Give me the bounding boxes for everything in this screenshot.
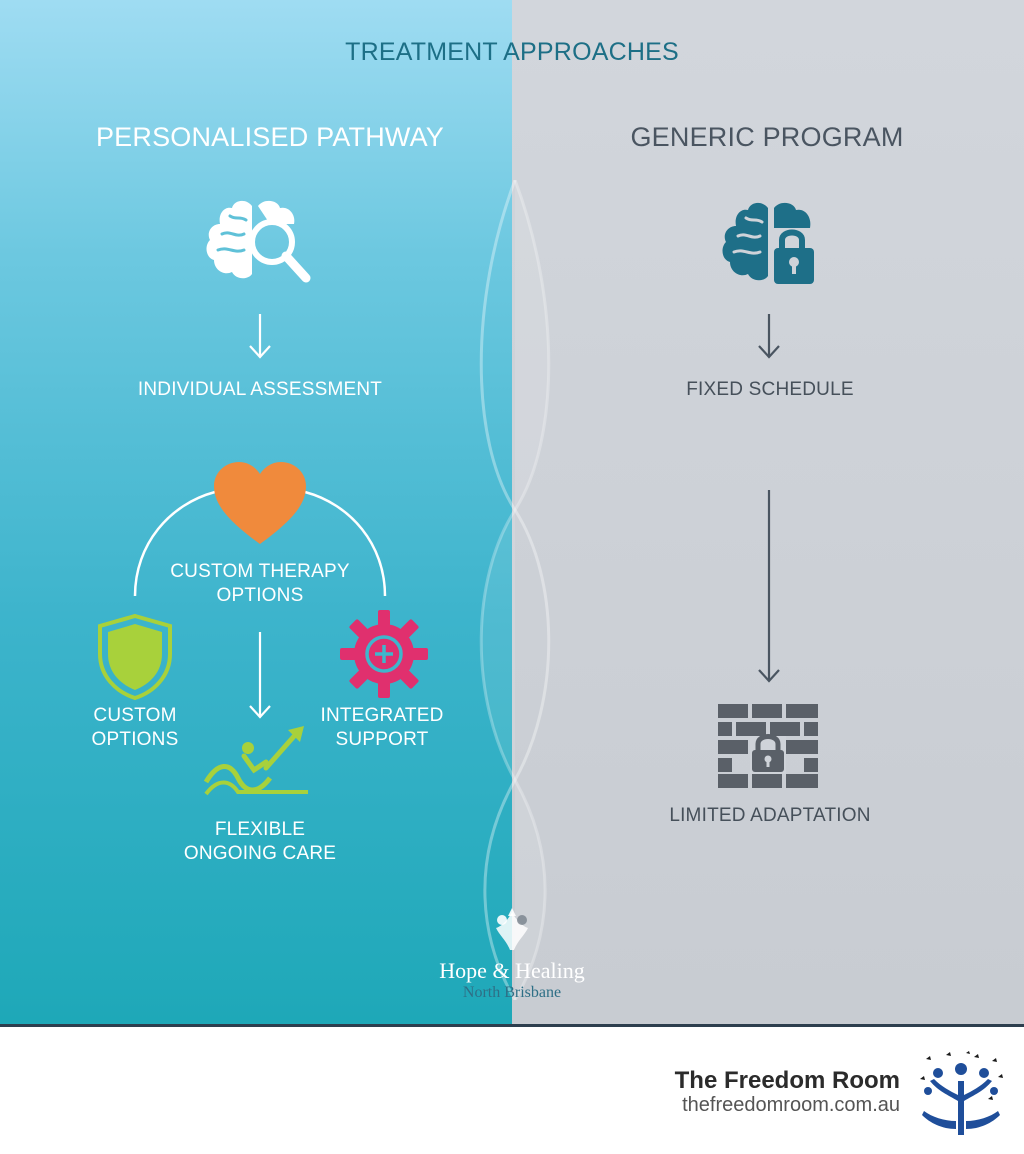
fixed-schedule-label: FIXED SCHEDULE (686, 379, 854, 400)
arrow-down-icon-2 (249, 632, 271, 719)
individual-assessment-label: INDIVIDUAL ASSESSMENT (137, 379, 383, 400)
gear-plus-icon (340, 610, 428, 698)
page-title: TREATMENT APPROACHES (345, 38, 679, 66)
footer-brand-name: The Freedom Room (674, 1067, 900, 1094)
integrated-support-line2: SUPPORT (335, 729, 429, 750)
custom-options-line2: OPTIONS (91, 729, 179, 750)
hope-healing-logo-icon (496, 908, 528, 950)
footer-url[interactable]: thefreedomroom.com.au (682, 1094, 900, 1116)
growth-progress-icon (203, 726, 308, 796)
custom-options-label: CUSTOM OPTIONS (60, 704, 210, 752)
watermark-name: Hope & Healing (439, 958, 585, 983)
footer: The Freedom Room thefreedomroom.com.au (0, 1024, 1024, 1154)
arrow-down-icon (249, 314, 271, 359)
custom-therapy-line2: OPTIONS (216, 585, 304, 606)
watermark-location: North Brisbane (462, 984, 562, 1001)
brick-wall-lock-icon (718, 704, 818, 788)
custom-therapy-line1: CUSTOM THERAPY (170, 561, 350, 582)
custom-options-line1: CUSTOM (93, 705, 177, 726)
personalised-pathway-title: PERSONALISED PATHWAY (95, 122, 445, 152)
integrated-support-label: INTEGRATED SUPPORT (302, 704, 462, 752)
arrow-down-long-icon (758, 490, 780, 683)
flexible-care-line1: FLEXIBLE (214, 819, 306, 840)
flexible-care-line2: ONGOING CARE (183, 843, 337, 864)
generic-program-title: GENERIC PROGRAM (630, 122, 904, 152)
custom-therapy-label: CUSTOM THERAPY OPTIONS (140, 560, 380, 608)
heart-icon (214, 462, 306, 544)
brain-search-icon (206, 200, 311, 283)
flexible-care-label: FLEXIBLE ONGOING CARE (150, 818, 370, 866)
arc-connector (133, 490, 387, 597)
brain-lock-icon (722, 202, 814, 284)
arrow-down-icon-right (758, 314, 780, 359)
limited-adaptation-label: LIMITED ADAPTATION (669, 805, 871, 826)
tree-hands-logo-icon (920, 1051, 1003, 1135)
integrated-support-line1: INTEGRATED (320, 705, 444, 726)
shield-icon (98, 613, 172, 701)
